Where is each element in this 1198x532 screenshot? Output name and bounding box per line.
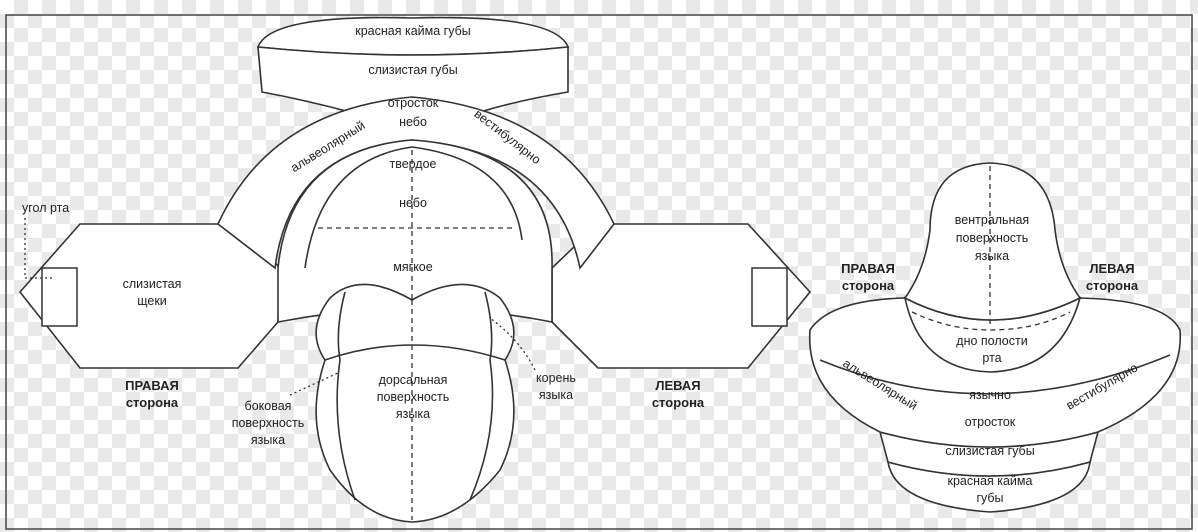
label-dorsal-tongue-3: языка <box>396 407 430 421</box>
label-lower-lip-red-border-1: красная кайма <box>948 474 1033 488</box>
label-lateral-tongue-1: боковая <box>245 399 292 413</box>
label-soft-palate: мягкое <box>393 260 432 274</box>
label-palate-top: небо <box>399 115 427 129</box>
label-lower-lip-mucosa: слизистая губы <box>945 444 1034 458</box>
ventral-tongue-region <box>903 162 1082 321</box>
label-dorsal-tongue-2: поверхность <box>377 390 450 404</box>
label-upper-lip-mucosa: слизистая губы <box>368 63 457 77</box>
label-cheek-mucosa-2: щеки <box>137 294 167 308</box>
left-mouth-corner-box <box>751 267 788 327</box>
label-lower-lip-red-border-2: губы <box>976 491 1003 505</box>
upper-jaw-group <box>18 16 812 523</box>
label-lateral-tongue-3: языка <box>251 433 285 447</box>
label-dorsal-tongue-1: дорсальная <box>379 373 448 387</box>
label-floor-of-mouth-2: рта <box>982 351 1001 365</box>
label-lower-lingual: язычно <box>969 388 1011 402</box>
label-floor-of-mouth-1: дно полости <box>956 334 1027 348</box>
label-mouth-corner: угол рта <box>22 201 69 215</box>
right-mouth-corner-box <box>41 267 78 327</box>
label-hard-palate-2: небо <box>399 196 427 210</box>
tongue-region <box>315 283 515 523</box>
lateral-tongue-pointer <box>289 371 341 396</box>
label-tongue-root-1: корень <box>536 371 576 385</box>
label-left-side-1: ЛЕВАЯ <box>655 378 700 393</box>
label-ventral-tongue-1: вентральная <box>955 213 1029 227</box>
label-ventral-tongue-3: языка <box>975 249 1009 263</box>
label-left-side-2: сторона <box>652 395 705 410</box>
upper-lip-mucosa-region <box>257 46 569 113</box>
label-tongue-root-2: языка <box>539 388 573 402</box>
label-left-side-lower-2: сторона <box>1086 278 1139 293</box>
label-upper-process: отросток <box>388 96 439 110</box>
left-cheek-mucosa-region <box>551 223 812 369</box>
label-lower-process: отросток <box>965 415 1016 429</box>
label-lateral-tongue-2: поверхность <box>232 416 305 430</box>
label-right-side-lower-2: сторона <box>842 278 895 293</box>
label-ventral-tongue-2: поверхность <box>956 231 1029 245</box>
mouth-corner-pointer <box>24 218 55 279</box>
tongue-root-pointer <box>489 317 536 371</box>
tongue-frenulum-divider <box>911 311 1071 331</box>
label-upper-lip-red-border: красная кайма губы <box>355 24 471 38</box>
label-hard-palate-1: твердое <box>389 157 436 171</box>
label-cheek-mucosa-1: слизистая <box>123 277 182 291</box>
label-right-side-2: сторона <box>126 395 179 410</box>
label-right-side-1: ПРАВАЯ <box>125 378 179 393</box>
diagram-frame <box>5 14 1193 530</box>
label-left-side-lower-1: ЛЕВАЯ <box>1089 261 1134 276</box>
lower-jaw-group <box>808 162 1182 513</box>
label-right-side-lower-1: ПРАВАЯ <box>841 261 895 276</box>
